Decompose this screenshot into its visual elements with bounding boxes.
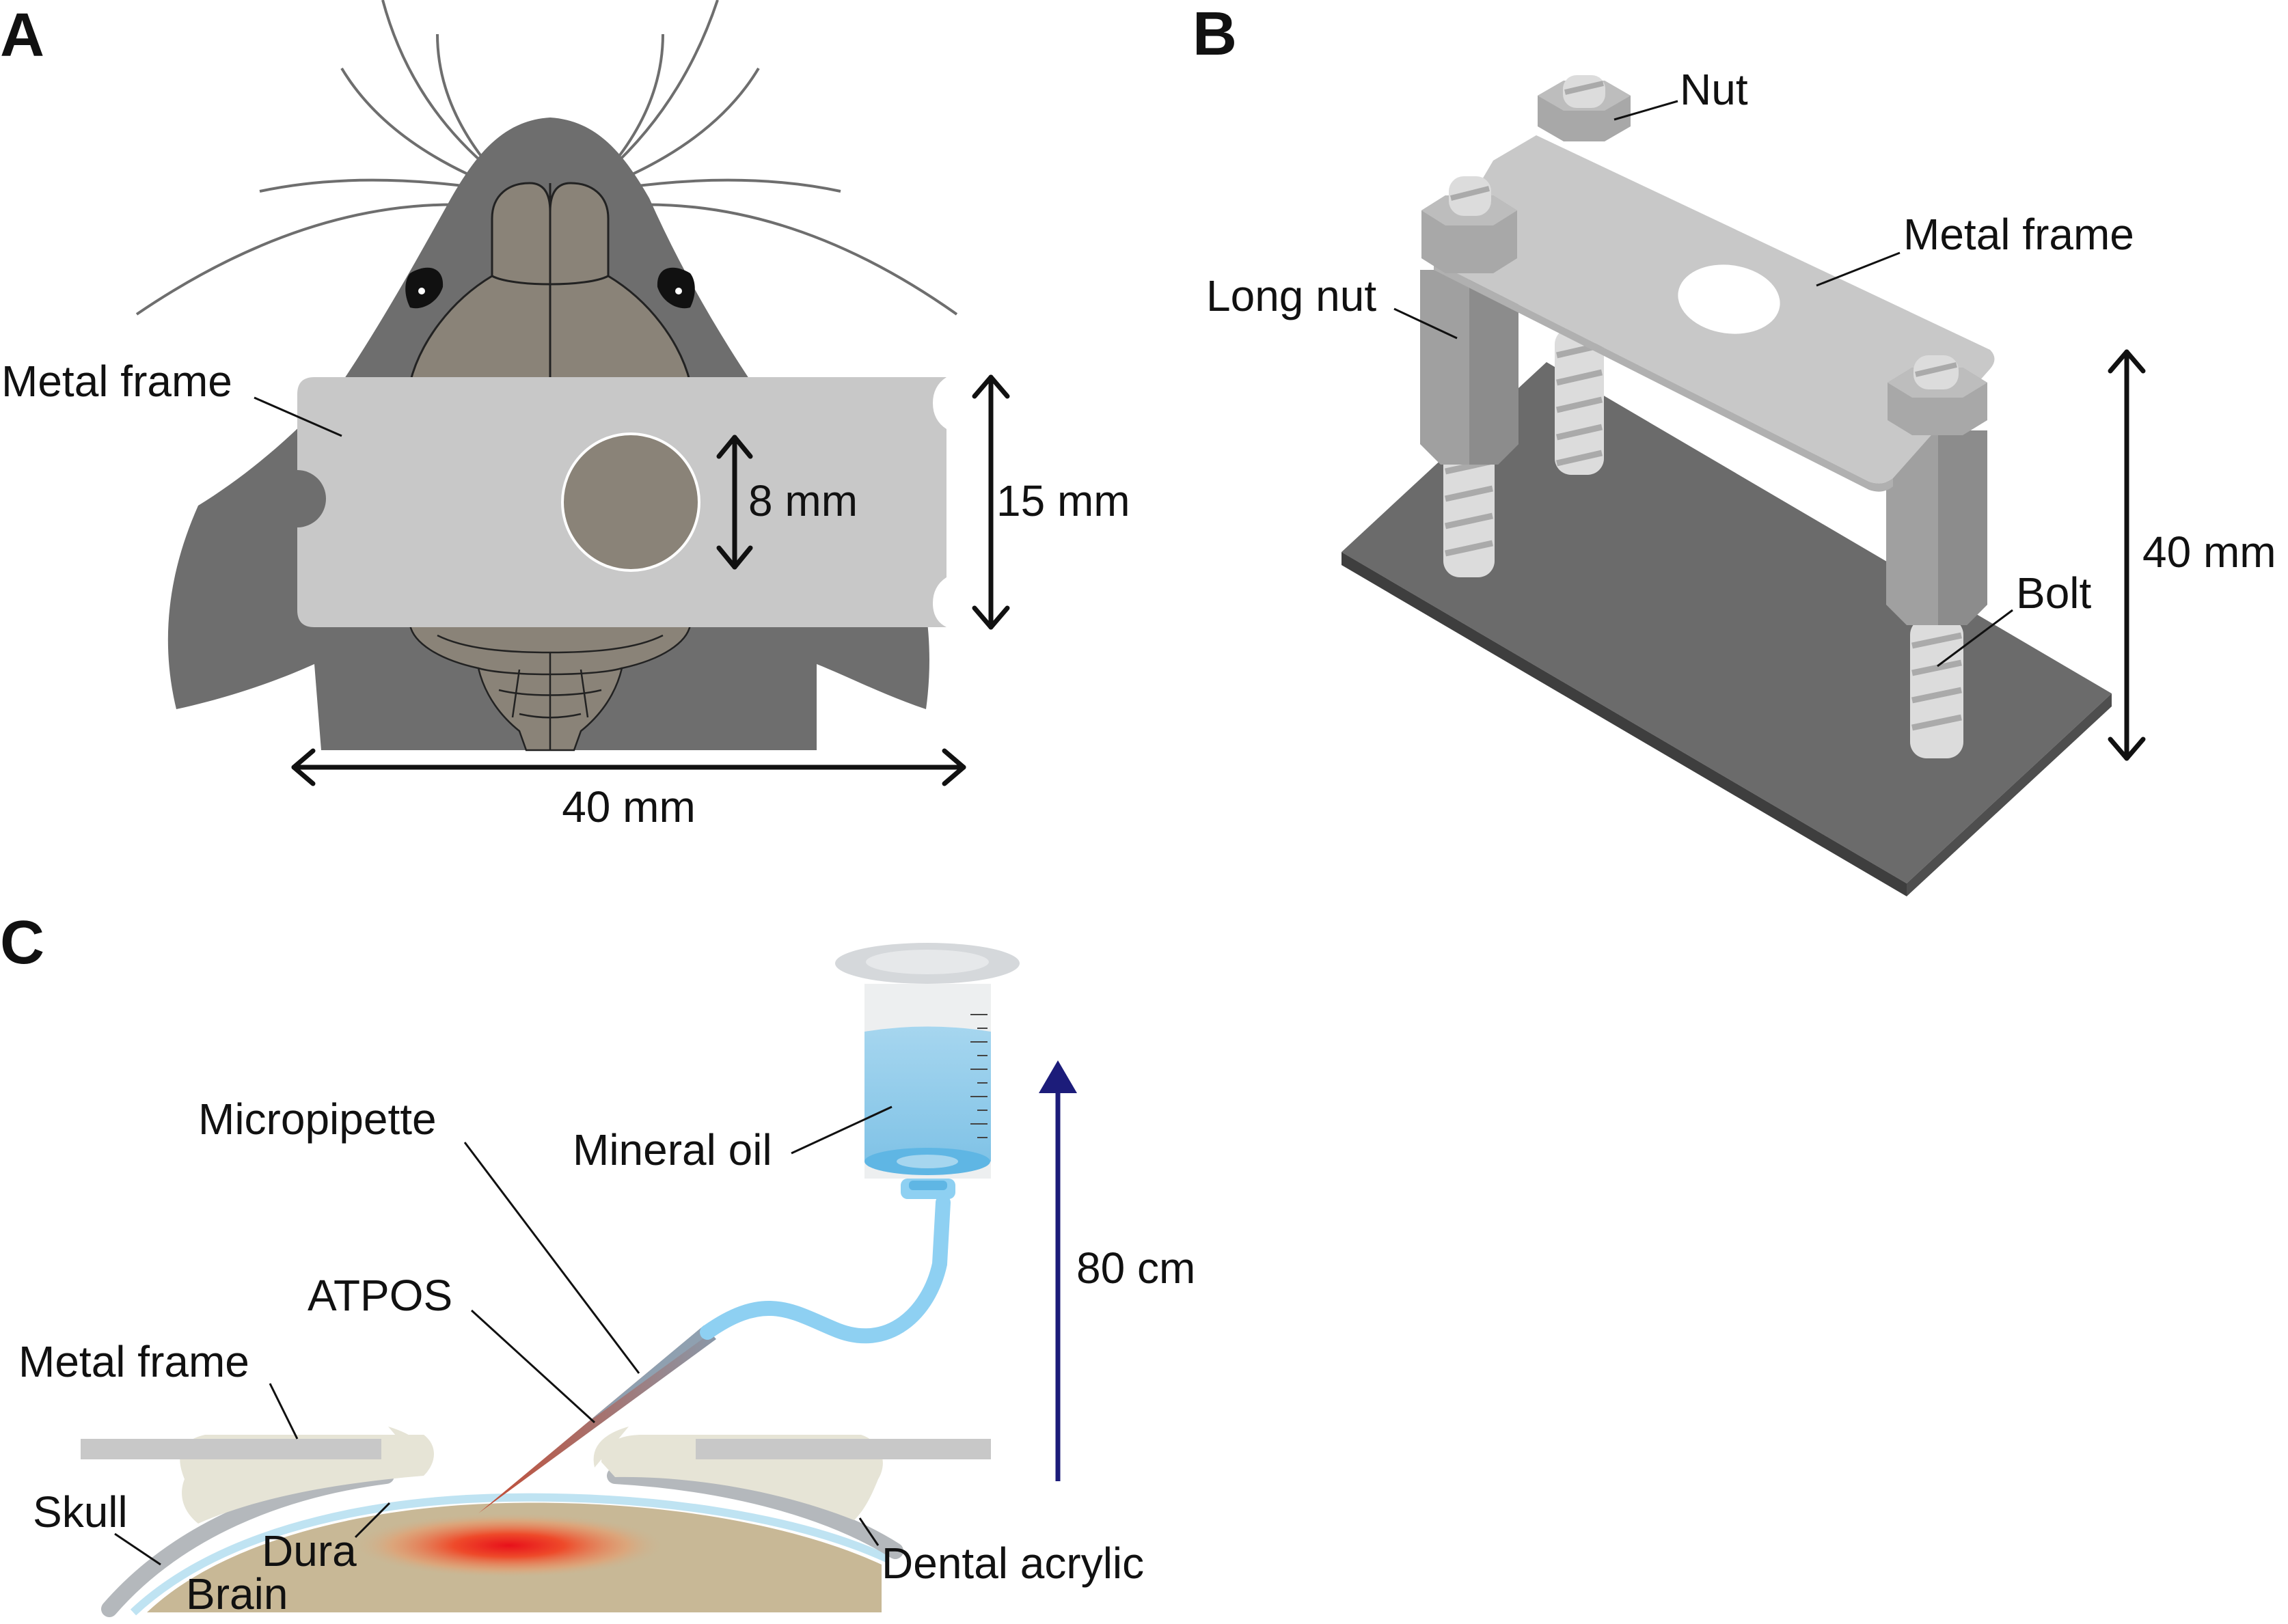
micropipette xyxy=(478,1325,716,1513)
leader-dental-acrylic xyxy=(858,1517,880,1546)
oil-reservoir xyxy=(835,943,1020,1199)
leader-micropipette xyxy=(463,1142,640,1374)
leader-metal-frame-c xyxy=(269,1383,299,1440)
label-8mm: 8 mm xyxy=(748,476,858,525)
label-micropipette: Micropipette xyxy=(198,1095,437,1144)
label-nut: Nut xyxy=(1680,65,1748,114)
injection-site xyxy=(352,1513,666,1578)
panel-c-letter: C xyxy=(0,909,44,977)
label-15mm: 15 mm xyxy=(996,476,1130,525)
pipette-shank xyxy=(588,1325,711,1422)
label-dura: Dura xyxy=(262,1526,357,1575)
label-80cm: 80 cm xyxy=(1076,1243,1195,1293)
label-40mm-a: 40 mm xyxy=(562,782,696,831)
cerebellum xyxy=(409,624,692,752)
long-nut-left xyxy=(1420,270,1518,465)
label-metal-frame-a: Metal frame xyxy=(1,357,232,406)
dim-arrow-15mm xyxy=(972,374,1010,630)
dim-arrow-40mm-a xyxy=(291,748,966,786)
leader-mineral-oil xyxy=(791,1105,893,1155)
acrylic-lip-right xyxy=(593,1427,629,1468)
label-40mm-b: 40 mm xyxy=(2142,527,2276,577)
metal-frame-plate-b xyxy=(1434,135,1995,492)
nut-top-right xyxy=(1888,355,1987,435)
label-mineral-oil: Mineral oil xyxy=(573,1125,772,1174)
metal-frame-section xyxy=(81,1439,991,1459)
nut-top-back xyxy=(1538,75,1631,141)
arrow-80cm xyxy=(1039,1060,1077,1481)
dura-layer xyxy=(130,1493,890,1616)
acrylic-lip-left xyxy=(388,1427,429,1472)
label-long-nut: Long nut xyxy=(1206,271,1376,320)
panel-a: A xyxy=(0,0,1130,831)
label-metal-frame-c: Metal frame xyxy=(18,1337,249,1386)
nut-top-left xyxy=(1421,176,1517,273)
label-brain: Brain xyxy=(186,1569,288,1619)
label-skull: Skull xyxy=(33,1487,128,1537)
long-nut-right xyxy=(1886,430,1987,625)
bolt-right xyxy=(1910,618,1963,758)
frame-hole-b xyxy=(1678,264,1780,334)
leader-dura xyxy=(354,1502,391,1539)
label-bolt: Bolt xyxy=(2016,568,2092,618)
label-atpos: ATPOS xyxy=(308,1271,452,1320)
label-dental-acrylic: Dental acrylic xyxy=(882,1539,1144,1588)
panel-b-letter: B xyxy=(1193,0,1237,68)
leader-long-nut xyxy=(1393,307,1458,340)
leader-metal-frame-b xyxy=(1816,251,1901,287)
leader-skull xyxy=(114,1532,161,1566)
dim-arrow-8mm xyxy=(716,435,753,570)
eyes xyxy=(405,267,695,309)
label-metal-frame-b: Metal frame xyxy=(1903,210,2134,259)
leader-nut xyxy=(1613,100,1678,121)
oil-tubing xyxy=(700,1195,951,1344)
bolt-back-left xyxy=(1555,328,1604,475)
dim-arrow-40mm-b xyxy=(2108,349,2146,761)
panel-b: B xyxy=(1193,0,2276,896)
leader-metal-frame-a xyxy=(254,396,342,437)
leader-atpos xyxy=(470,1309,596,1424)
leader-bolt xyxy=(1937,609,2013,668)
panel-c: C xyxy=(0,909,1195,1619)
panel-a-letter: A xyxy=(0,1,44,70)
frame-hole xyxy=(561,432,700,572)
